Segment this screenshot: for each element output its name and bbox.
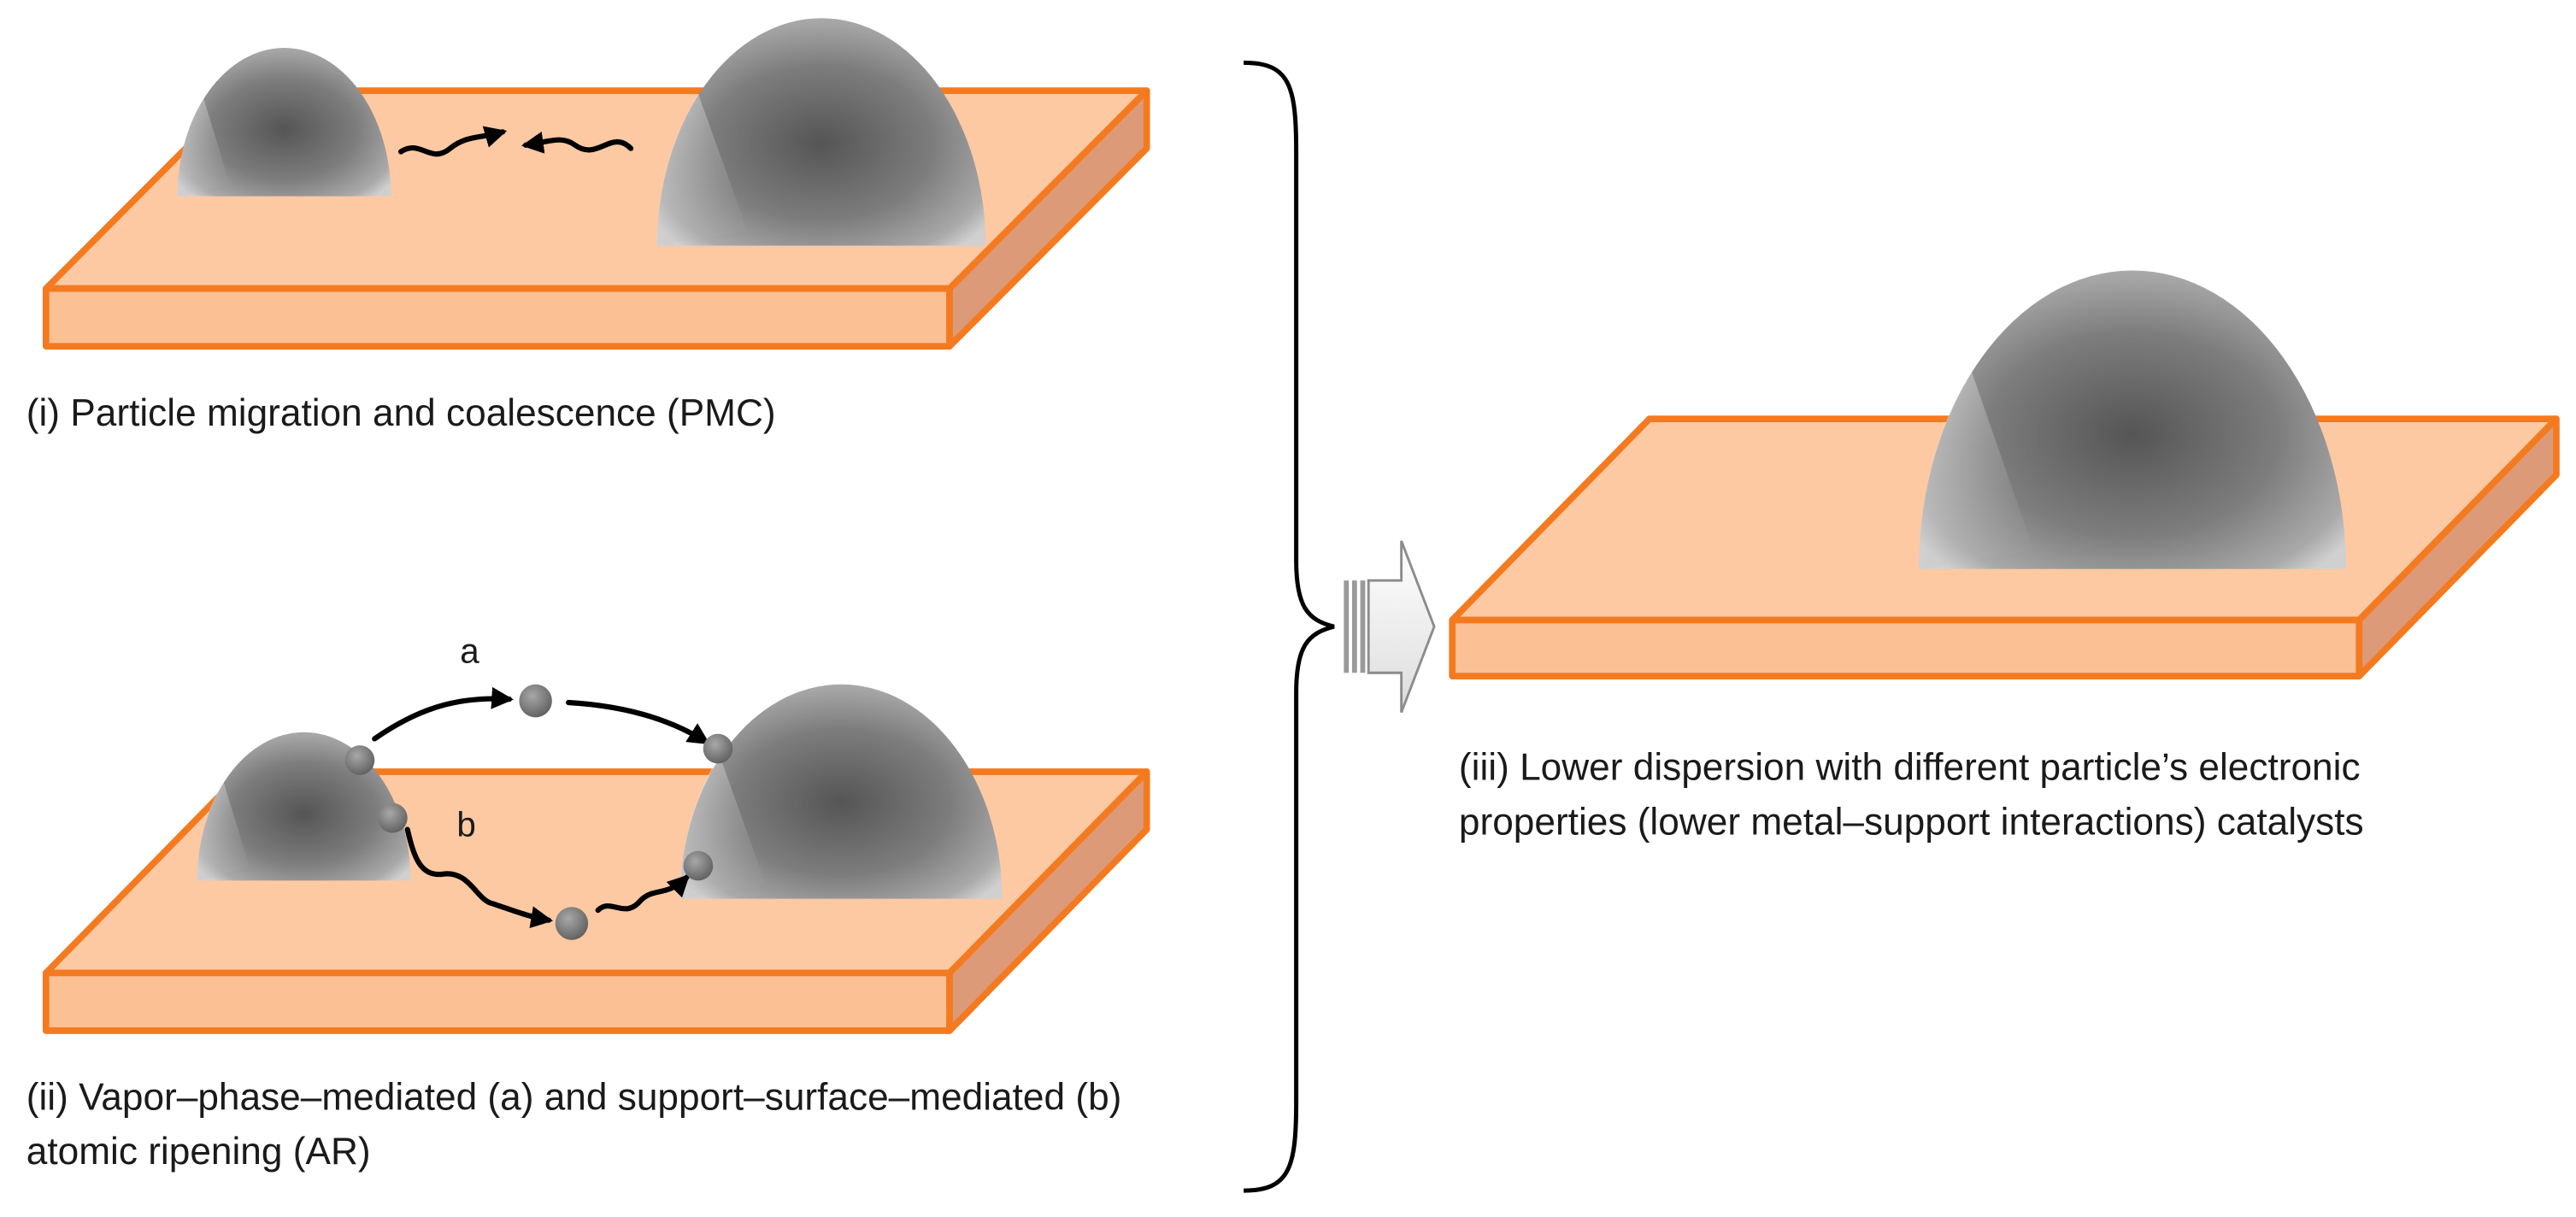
block-arrow-right-icon — [1344, 540, 1436, 714]
panel-pmc: (i) Particle migration and coalescence (… — [26, 18, 1150, 434]
surface-atom — [555, 907, 589, 940]
caption-ar-line-2: atomic ripening (AR) — [26, 1131, 371, 1173]
small-particle-ar — [197, 732, 411, 881]
caption-result-line-2: properties (lower metal–support interact… — [1459, 801, 2364, 843]
large-particle-ar — [679, 684, 1003, 899]
caption-result-line-1: (iii) Lower dispersion with different pa… — [1459, 747, 2361, 789]
attaching-atom-upper — [703, 733, 733, 764]
label-path-a: a — [460, 632, 479, 671]
vapor-path-arrow-1 — [372, 686, 515, 742]
migration-arrow-left — [520, 132, 634, 154]
vapor-path-arrow-2 — [566, 699, 710, 745]
label-path-b: b — [456, 804, 475, 844]
panel-ar: a b (ii) Vapor–phase–mediated (a) and su… — [26, 632, 1150, 1173]
small-particle-pmc — [177, 48, 391, 197]
panel-result: (iii) Lower dispersion with different pa… — [1449, 270, 2560, 843]
surface-path-arrow-2 — [595, 873, 691, 914]
vapor-atom — [519, 684, 552, 718]
sintered-particle — [1919, 270, 2346, 569]
detaching-atom-lower — [378, 803, 408, 833]
surface-path-arrow-1 — [404, 826, 554, 929]
detaching-atom-upper — [344, 745, 375, 775]
right-curly-brace-icon — [1244, 60, 1335, 1193]
caption-ar-line-1: (ii) Vapor–phase–mediated (a) and suppor… — [26, 1077, 1122, 1119]
attaching-atom-lower — [683, 850, 714, 881]
migration-arrow-right — [397, 126, 508, 157]
large-particle-pmc — [656, 18, 986, 246]
caption-pmc: (i) Particle migration and coalescence (… — [26, 392, 776, 434]
